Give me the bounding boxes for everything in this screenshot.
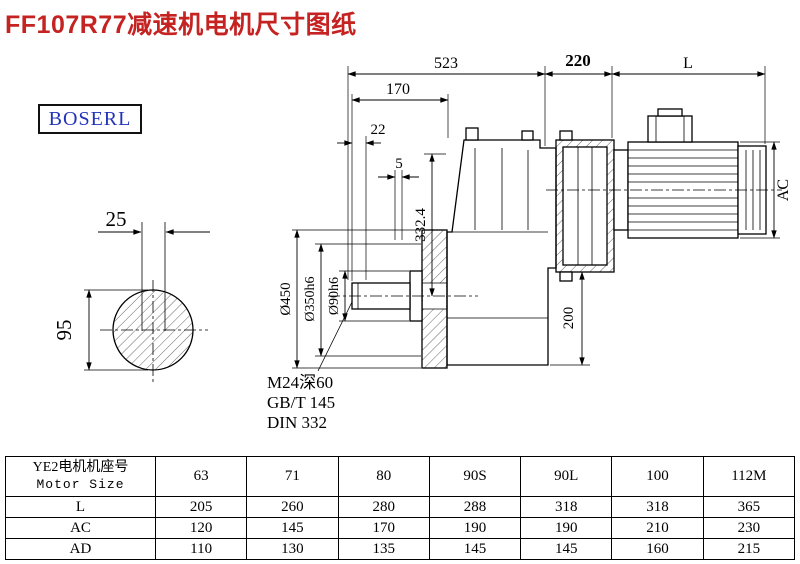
dim-5-label: 5 (395, 156, 403, 172)
dim-523-label: 523 (434, 55, 458, 72)
table-cell: 210 (611, 517, 704, 539)
table-header-cn: YE2电机机座号 (32, 459, 129, 475)
shaft-end-view: 25 95 (52, 207, 210, 382)
table-cell: 145 (520, 538, 613, 560)
note-thread: M24深60 (267, 373, 333, 392)
brand-logo: BOSERL (38, 104, 142, 134)
table-cell: 135 (337, 538, 430, 560)
table-header-row: YE2电机机座号 Motor Size 63 71 80 90S 90L 100… (5, 456, 796, 497)
dim-22-label: 22 (371, 122, 386, 138)
dia-90-label: Ø90h6 (327, 277, 342, 315)
technical-drawing: 25 95 (52, 51, 792, 432)
table-cell: 318 (520, 496, 613, 518)
left-step-dimensions: 170 22 5 (337, 81, 449, 281)
adapter-flange (555, 130, 615, 282)
housing-top-bolt (521, 130, 534, 141)
table-cell: 160 (611, 538, 704, 560)
housing-top-bolt (465, 127, 479, 141)
motor-size-table: YE2电机机座号 Motor Size 63 71 80 90S 90L 100… (5, 456, 796, 560)
dim-25-label: 25 (106, 207, 127, 231)
table-cell: 112M (702, 456, 796, 497)
table-header-motor-size: YE2电机机座号 Motor Size (5, 456, 156, 497)
table-row-AC: AC 120 145 170 190 190 210 230 (5, 517, 796, 539)
vertical-dimensions: 332.4 200 AC (413, 141, 792, 366)
table-cell: 190 (520, 517, 613, 539)
note-din-standard: DIN 332 (267, 413, 327, 432)
table-cell: 318 (611, 496, 704, 518)
diameter-dimensions: Ø450 Ø350h6 Ø90h6 (278, 229, 421, 369)
table-cell: 230 (702, 517, 796, 539)
dim-170-label: 170 (386, 81, 410, 98)
motor (546, 108, 782, 239)
page-title: FF107R77减速机电机尺寸图纸 (5, 11, 357, 39)
gearbox-housing (328, 127, 557, 369)
table-cell: 145 (428, 538, 522, 560)
table-cell: 71 (246, 456, 339, 497)
table-cell: 63 (154, 456, 248, 497)
terminal-box-lid (657, 108, 683, 117)
table-cell: 215 (702, 538, 796, 560)
table-cell: 110 (154, 538, 248, 560)
terminal-box (647, 115, 693, 143)
table-cell: 260 (246, 496, 339, 518)
table-cell: 130 (246, 538, 339, 560)
table-row-L: L 205 260 280 288 318 318 365 (5, 496, 796, 518)
thread-notes: M24深60 GB/T 145 DIN 332 (267, 301, 353, 432)
table-cell: 288 (428, 496, 522, 518)
table-cell: 120 (154, 517, 248, 539)
top-dimensions: 523 220 L (347, 51, 766, 280)
note-gb-standard: GB/T 145 (267, 393, 335, 412)
flange-bolt (559, 271, 573, 282)
dim-L-label: L (683, 55, 693, 72)
dim-AC-label: AC (775, 179, 792, 201)
table-cell: 80 (337, 456, 430, 497)
motor-fins (628, 149, 738, 231)
dim-332-label: 332.4 (413, 208, 429, 242)
dia-450-label: Ø450 (278, 282, 294, 315)
dim-200-label: 200 (561, 307, 577, 330)
row-label: AD (5, 538, 156, 560)
dia-350-label: Ø350h6 (303, 276, 318, 321)
table-cell: 365 (702, 496, 796, 518)
table-cell: 170 (337, 517, 430, 539)
table-cell: 205 (154, 496, 248, 518)
table-cell: 90S (428, 456, 522, 497)
table-cell: 280 (337, 496, 430, 518)
flange-bolt (559, 130, 573, 141)
table-header-en: Motor Size (36, 477, 125, 493)
row-label: L (5, 496, 156, 518)
dim-220-label: 220 (565, 51, 591, 70)
table-cell: 145 (246, 517, 339, 539)
table-cell: 90L (520, 456, 613, 497)
table-cell: 100 (611, 456, 704, 497)
table-cell: 190 (428, 517, 522, 539)
dim-95-label: 95 (52, 320, 76, 341)
row-label: AC (5, 517, 156, 539)
table-row-AD: AD 110 130 135 145 145 160 215 (5, 538, 796, 560)
